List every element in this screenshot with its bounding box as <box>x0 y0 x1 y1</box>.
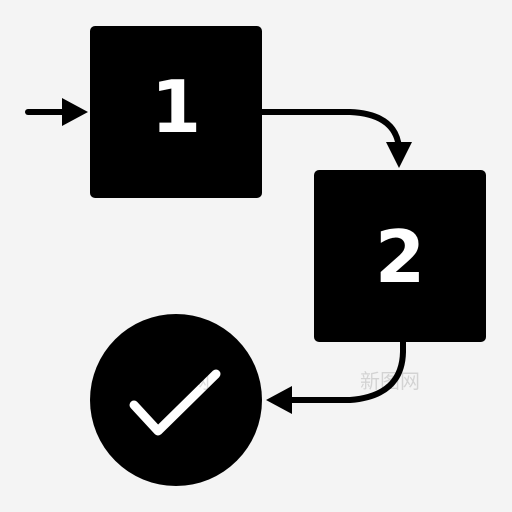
watermark-text: 新图网 <box>150 171 210 195</box>
completion-circle <box>90 314 262 486</box>
step-2-box: 2 <box>314 170 486 342</box>
step-2-label: 2 <box>375 215 425 299</box>
watermark-text: 新图网 <box>150 369 210 393</box>
checkmark-icon <box>129 369 221 436</box>
watermark-text: 新图网 <box>360 369 420 393</box>
connector-2-to-end <box>266 339 406 414</box>
watermarks: 新图网 新图网 新图网 新图网 <box>150 171 420 393</box>
step-1-label: 1 <box>151 65 201 149</box>
connector-1-to-2 <box>259 109 412 168</box>
watermark-text: 新图网 <box>360 171 420 195</box>
step-1-box: 1 <box>90 26 262 198</box>
input-arrow <box>25 98 88 126</box>
